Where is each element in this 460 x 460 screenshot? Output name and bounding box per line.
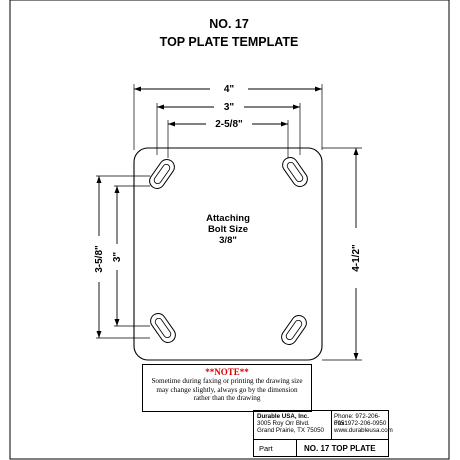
dimension-arrow	[281, 121, 288, 127]
dimension-height-3: 3"	[112, 252, 123, 263]
title-block-divider	[296, 439, 297, 456]
company-address-line2: Grand Prairie, TX 75050	[257, 427, 324, 434]
part-name: NO. 17 TOP PLATE	[304, 444, 376, 453]
dimension-width-4: 4"	[224, 84, 235, 95]
title-line2: TOP PLATE TEMPLATE	[160, 35, 299, 49]
title-line1: NO. 17	[209, 17, 249, 31]
dimension-height-3-5-8: 3-5/8"	[94, 245, 105, 273]
title-block-divider	[331, 411, 332, 439]
dimension-arrow	[96, 331, 102, 338]
company-phone: Phone: 972-206-0951	[334, 413, 381, 427]
dimension-arrow	[315, 86, 322, 92]
dimension-arrow	[114, 319, 120, 326]
note-body-line3: rather than the drawing	[193, 394, 261, 402]
note-body-line2: may change slightly, always go by the di…	[156, 385, 298, 394]
bolt-label-line3: 3/8"	[219, 235, 237, 246]
dimension-width-3: 3"	[224, 102, 235, 113]
bolt-slot-bottom-right	[281, 315, 307, 345]
top-plate-outline	[133, 147, 323, 361]
bolt-slot-top-right	[282, 157, 308, 187]
note-heading: **NOTE**	[205, 367, 249, 377]
sheet-border	[9, 0, 450, 460]
bolt-slot-top-left	[149, 159, 175, 189]
company-fax: Fax: 972-206-0950	[334, 420, 387, 427]
company-website: www.durableusa.com	[334, 427, 393, 434]
dimension-height-4-1-2: 4-1/2"	[351, 244, 362, 272]
title-block-divider	[254, 439, 388, 440]
note-box: **NOTE** Sometime during faxing or print…	[142, 364, 312, 412]
part-label: Part	[259, 444, 273, 453]
bolt-slot-bottom-left	[150, 313, 176, 343]
bolt-label-line1: Attaching	[206, 213, 250, 224]
dimension-arrow	[353, 148, 359, 155]
dimension-arrow	[114, 186, 120, 193]
dimension-width-2-5-8: 2-5/8"	[215, 119, 243, 130]
dimension-arrow	[96, 176, 102, 183]
dimension-arrow	[157, 104, 164, 110]
dimension-arrow	[353, 353, 359, 360]
dimension-arrow	[134, 86, 141, 92]
title-block: Durable USA, Inc. 3005 Roy Orr Blvd. Gra…	[253, 410, 393, 457]
bolt-label-line2: Bolt Size	[208, 224, 248, 235]
company-name: Durable USA, Inc.	[257, 413, 309, 420]
company-address-line1: 3005 Roy Orr Blvd.	[257, 420, 310, 427]
note-body-line1: Sometime during faxing or printing the d…	[151, 377, 303, 385]
dimension-arrow	[293, 104, 300, 110]
dimension-arrow	[168, 121, 175, 127]
